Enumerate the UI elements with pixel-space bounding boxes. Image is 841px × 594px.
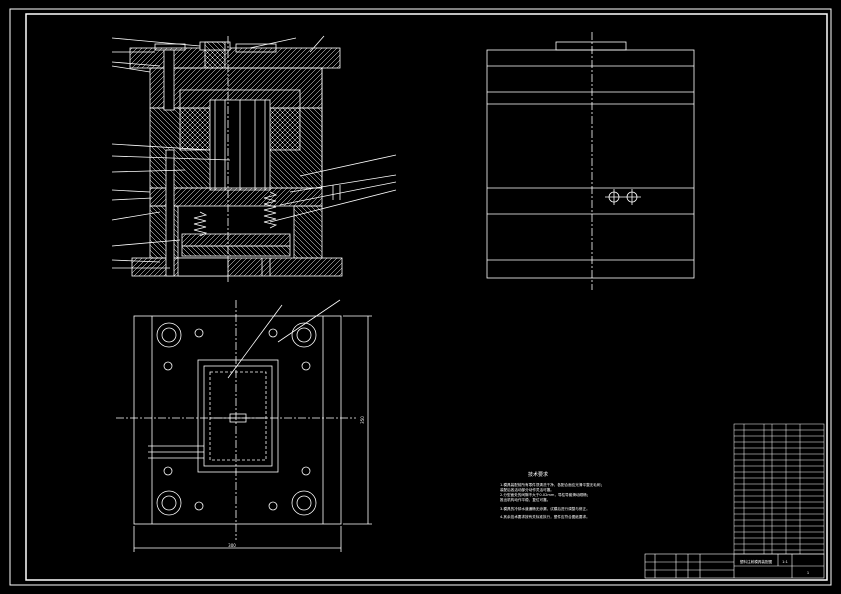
side-view [486,32,695,290]
section-view [111,35,397,284]
plan-view [116,299,372,552]
tech-req-line-5: 3.模具的冷却水道通畅无渗漏，试模后进行调整与修正。 [500,506,590,511]
technical-requirements: 技术要求 1.模具装配前所有零件须清洗干净，各配合面应光滑平整无毛刺； 装配后各… [500,471,604,519]
outer-border [9,8,832,586]
height-dimension: 350 [360,416,365,424]
tech-req-line-4: 推出机构动作平稳，复位可靠。 [500,497,550,502]
sheet-number: 1 [807,571,809,575]
tech-req-line-1: 1.模具装配前所有零件须清洗干净，各配合面应光滑平整无毛刺； [500,482,604,487]
tech-req-title: 技术要求 [528,471,548,478]
drawing-name: 塑料注射模具装配图 [740,559,773,564]
parts-list [733,423,825,555]
inner-border [25,13,828,581]
scale-value: 1:1 [782,560,788,564]
title-block [644,553,825,579]
tech-req-line-3: 2.分型面处的间隙不大于0.02mm，导柱导套滑动顺畅； [500,492,590,497]
tech-req-line-6: 4.其余技术要求按有关标准执行，塑件应符合图纸要求。 [500,514,590,519]
tech-req-line-2: 装配后各活动部分动作灵活可靠。 [500,487,554,492]
width-dimension: 300 [228,543,236,548]
